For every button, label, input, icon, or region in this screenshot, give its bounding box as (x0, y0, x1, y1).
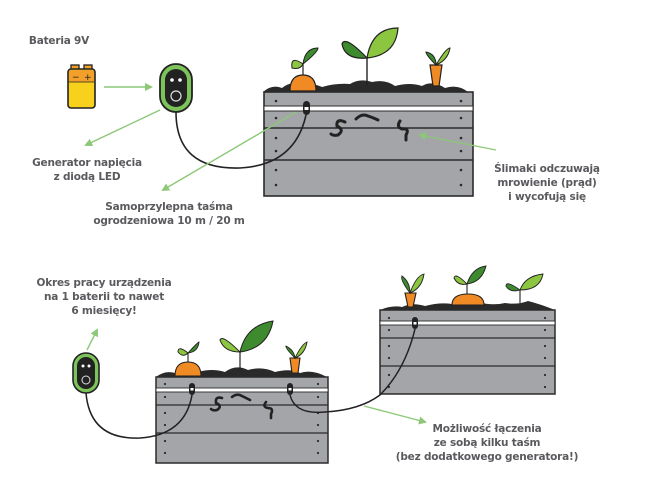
label-line: ogrodzeniowa 10 m / 20 m (93, 215, 245, 227)
label-tape: Samoprzylepna taśma ogrodzeniowa 10 m / … (84, 200, 254, 228)
label-line: Generator napięcia (32, 157, 142, 169)
cable-bottom-generator (85, 392, 193, 439)
label-line: ze sobą kilku taśm (433, 437, 541, 449)
label-line: Samoprzylepna taśma (105, 201, 233, 213)
label-line: z diodą LED (53, 171, 121, 183)
fence-tape-bottom-left (155, 387, 329, 393)
arrow-snails-label (418, 132, 497, 151)
label-snails: Ślimaki odczuwają mrowienie (prąd) i wyc… (486, 162, 608, 204)
led-icon (170, 78, 174, 82)
fence-tape-bottom-right (379, 320, 556, 326)
generator-device-icon (159, 63, 193, 113)
label-generator: Generator napięcia z diodą LED (22, 156, 152, 184)
label-line: (bez dodatkowego generatora!) (395, 451, 579, 463)
power-button-icon (170, 90, 182, 102)
arrow-chaining-label (363, 405, 427, 425)
arrow-tape-label (161, 111, 297, 192)
label-lifetime: Okres pracy urządzenia na 1 baterii to n… (30, 276, 178, 318)
label-line: i wycofują się (508, 191, 586, 203)
arrow-generator-label (84, 109, 161, 147)
label-line: Ślimaki odczuwają (494, 163, 600, 175)
raised-bed-bottom-left (155, 320, 329, 464)
label-chaining: Możliwość łączenia ze sobą kilku taśm (b… (392, 422, 582, 464)
battery-plus-symbol: + (84, 73, 92, 83)
arrow-lifetime-label (86, 328, 98, 351)
label-battery-text: Bateria 9V (28, 35, 90, 47)
label-line: 6 miesięcy! (71, 305, 137, 317)
cable-top (175, 111, 307, 169)
label-line: mrowienie (prąd) (497, 177, 597, 189)
fence-tape-top (263, 105, 474, 112)
label-line: Okres pracy urządzenia (36, 277, 172, 289)
label-line: na 1 baterii to nawet (43, 291, 165, 303)
label-line: Możliwość łączenia (432, 423, 542, 435)
battery-icon: − + (67, 64, 96, 109)
raised-bed-top (263, 27, 474, 197)
raised-bed-bottom-right (379, 265, 556, 395)
label-battery: Bateria 9V (28, 34, 90, 48)
battery-minus-symbol: − (72, 73, 80, 83)
slug-icons (329, 113, 409, 142)
generator-device-icon-bottom (72, 352, 100, 394)
cable-bottom-link (289, 328, 416, 414)
